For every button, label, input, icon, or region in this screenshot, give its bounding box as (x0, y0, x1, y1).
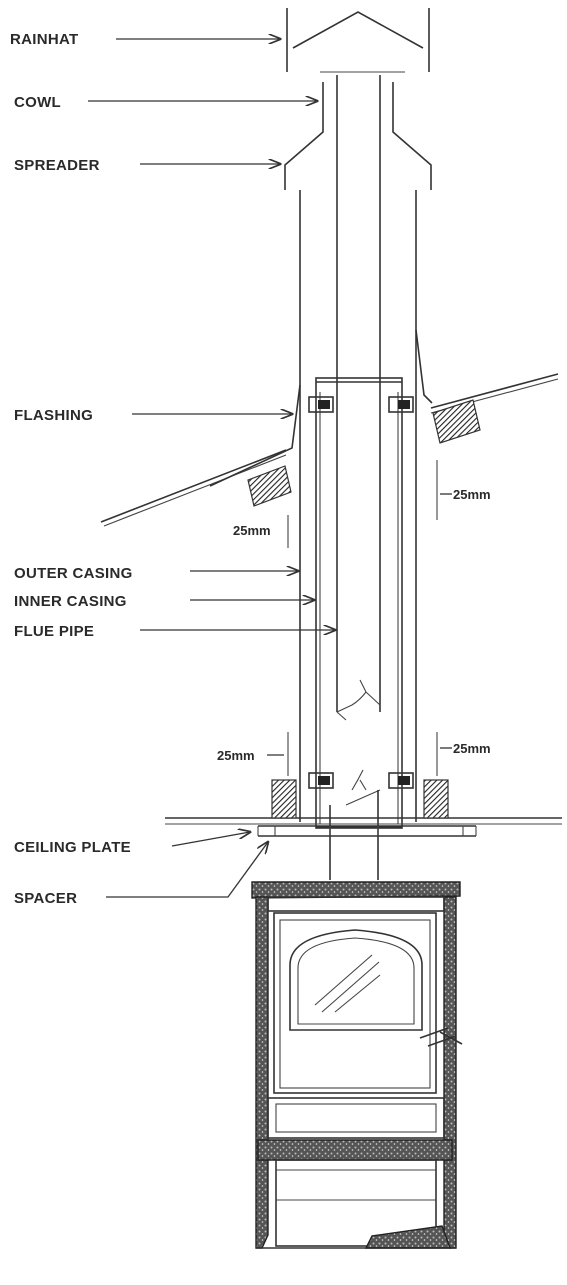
label-outer-casing-text: OUTER CASING (14, 565, 133, 582)
label-outer-casing: OUTER CASING (14, 565, 298, 582)
dimension-marks (287, 460, 438, 776)
ceiling-plate (165, 779, 562, 837)
label-inner-casing: INNER CASING (14, 593, 314, 610)
label-spacer-text: SPACER (14, 890, 77, 907)
label-flashing-text: FLASHING (14, 407, 93, 424)
label-spacer: SPACER (14, 842, 268, 907)
cowl (284, 82, 432, 190)
label-spreader: SPREADER (14, 157, 280, 174)
label-flashing: FLASHING (14, 407, 292, 424)
label-cowl: COWL (14, 94, 317, 111)
label-spreader-text: SPREADER (14, 157, 100, 174)
label-flue-pipe: FLUE PIPE (14, 623, 335, 640)
dimension-ceiling-right-text: 25mm (453, 741, 491, 756)
dimension-roof-left: 25mm (233, 523, 271, 538)
label-rainhat-text: RAINHAT (10, 31, 78, 48)
outer-casing (299, 190, 417, 822)
dimension-roof-right: 25mm (440, 487, 491, 502)
rainhat (286, 8, 430, 73)
stove (251, 881, 463, 1249)
dimension-roof-left-text: 25mm (233, 523, 271, 538)
dimension-ceiling-right: 25mm (440, 741, 491, 756)
flashing (100, 329, 559, 527)
dimension-ceiling-left-text: 25mm (217, 748, 255, 763)
label-inner-casing-text: INNER CASING (14, 593, 127, 610)
dimension-ceiling-left: 25mm (217, 748, 284, 763)
label-ceiling-plate-text: CEILING PLATE (14, 839, 131, 856)
label-flue-pipe-text: FLUE PIPE (14, 623, 94, 640)
dimension-roof-right-text: 25mm (453, 487, 491, 502)
label-cowl-text: COWL (14, 94, 61, 111)
inner-casing (308, 377, 414, 829)
label-ceiling-plate: CEILING PLATE (14, 832, 250, 856)
label-rainhat: RAINHAT (10, 31, 280, 48)
flue-pipe (329, 75, 381, 880)
